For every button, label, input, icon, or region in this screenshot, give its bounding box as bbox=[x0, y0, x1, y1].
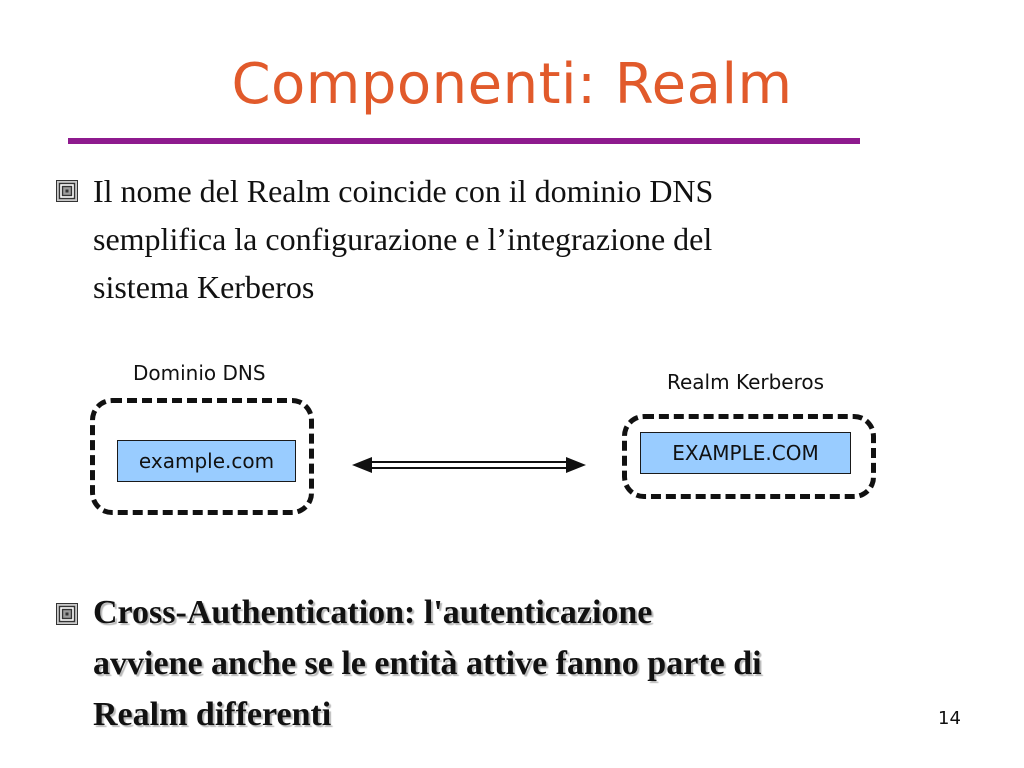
bullet2-line: Cross-Authentication: l'autenticazione bbox=[93, 594, 653, 631]
bullet1-line: semplifica la configurazione e l’integra… bbox=[93, 221, 713, 257]
realm-name-box: EXAMPLE.COM bbox=[640, 432, 851, 474]
bullet1-line: Il nome del Realm coincide con il domini… bbox=[93, 173, 714, 209]
realm-dashed-frame bbox=[622, 414, 876, 499]
page-number: 14 bbox=[938, 708, 961, 729]
bullet-text-realm-dns: Il nome del Realm coincide con il domini… bbox=[93, 167, 893, 311]
bullet-text-cross-authentication: Cross-Authentication: l'autenticazione a… bbox=[93, 587, 993, 740]
bullet2-line: Realm differenti bbox=[93, 696, 332, 733]
dns-domain-box: example.com bbox=[117, 440, 296, 482]
dns-domain-label: Dominio DNS bbox=[133, 361, 266, 385]
kerberos-realm-label: Realm Kerberos bbox=[667, 370, 825, 394]
square-spiral-bullet-icon bbox=[56, 603, 78, 625]
slide-title: Componenti: Realm bbox=[231, 52, 793, 117]
bullet1-line: sistema Kerberos bbox=[93, 269, 315, 305]
title-divider bbox=[68, 138, 860, 144]
dns-dashed-frame bbox=[90, 398, 314, 515]
double-arrow-icon bbox=[352, 457, 586, 473]
bullet2-line: avviene anche se le entità attive fanno … bbox=[93, 645, 762, 682]
square-spiral-bullet-icon bbox=[56, 180, 78, 202]
